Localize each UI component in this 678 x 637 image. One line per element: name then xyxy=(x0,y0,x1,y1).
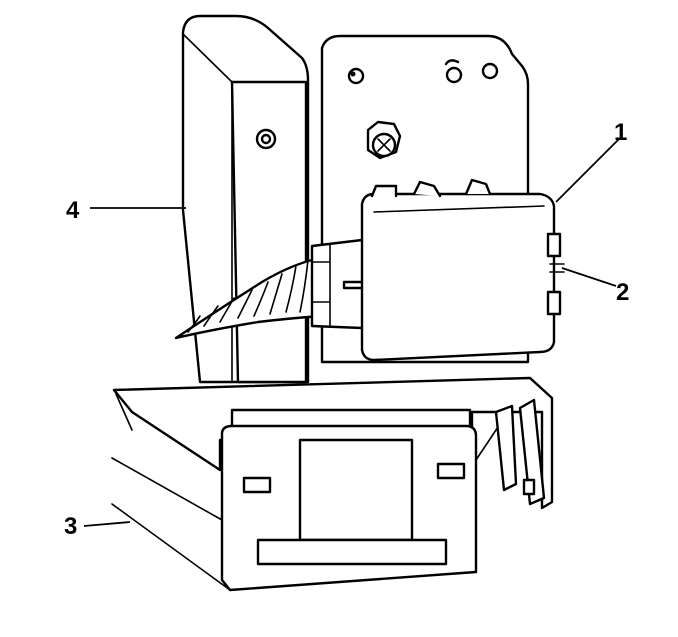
callout-label-1: 1 xyxy=(614,119,627,146)
callout-4: 4 xyxy=(66,197,186,224)
control-module xyxy=(360,178,565,362)
callout-1: 1 xyxy=(555,119,627,203)
lower-housing xyxy=(111,376,554,592)
callout-label-4: 4 xyxy=(66,197,80,224)
callout-label-2: 2 xyxy=(616,279,629,306)
wire-harness-icon xyxy=(174,256,324,340)
callout-2: 2 xyxy=(561,267,629,306)
callout-label-3: 3 xyxy=(64,513,77,540)
nut-icon xyxy=(255,128,277,150)
bolt-icon xyxy=(366,120,402,160)
callout-3: 3 xyxy=(64,513,131,540)
